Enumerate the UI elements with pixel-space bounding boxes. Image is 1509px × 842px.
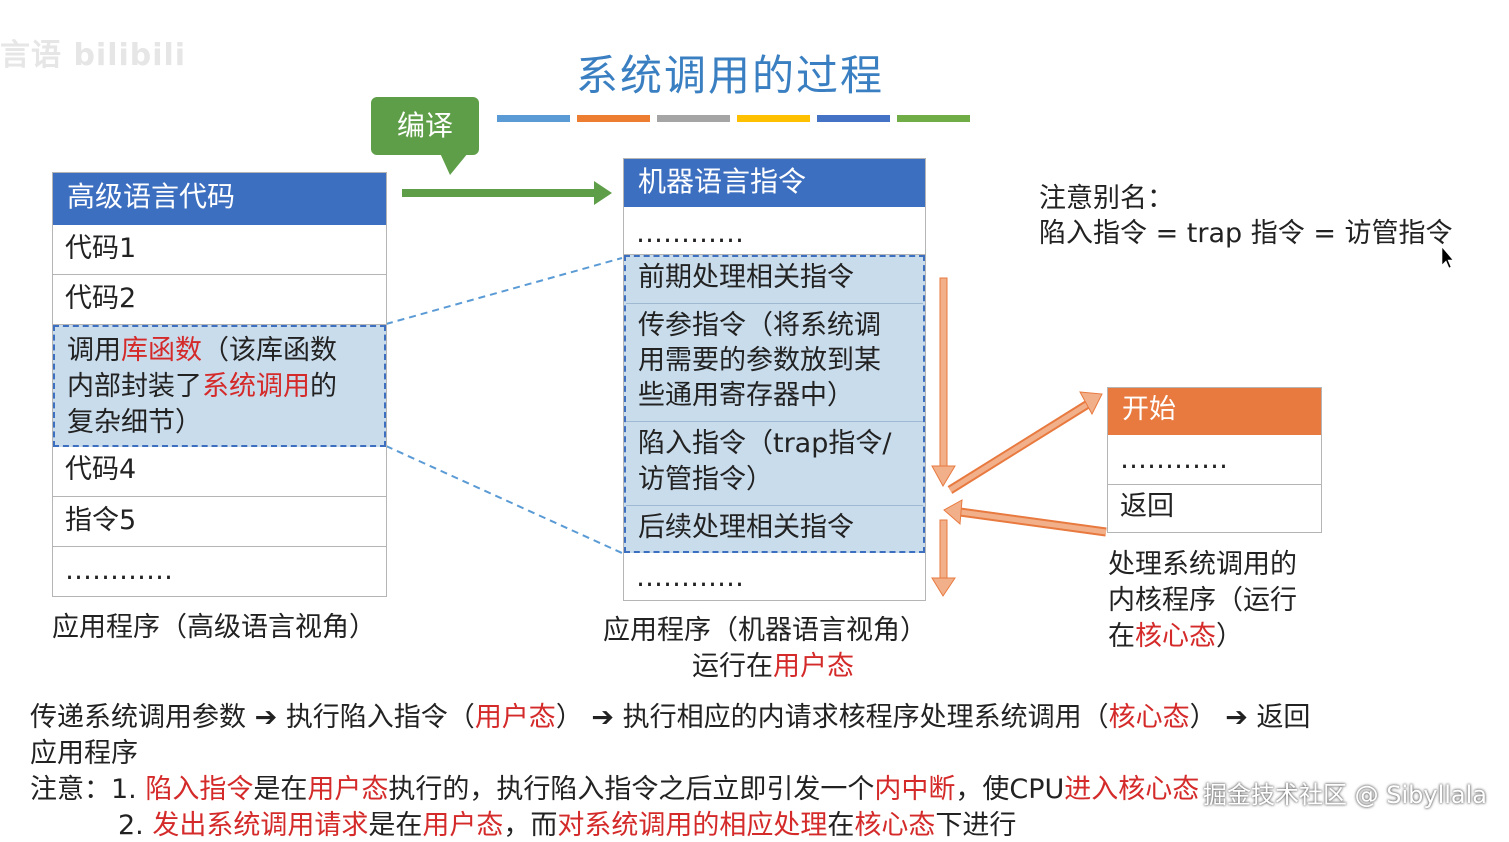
zoom-line-top (385, 257, 623, 325)
library-function-highlight: 库函数 (121, 335, 202, 366)
note-2-number: 2. (118, 810, 144, 841)
param-text-3: 些通用寄存器中） (638, 380, 854, 411)
compile-bubble-tail (440, 153, 468, 175)
post-processing-row: 后续处理相关指令 (638, 512, 854, 543)
alias-note-text: 陷入指令 = trap 指令 = 访管指令 (1039, 218, 1453, 249)
note-1-text: 是在 (253, 774, 308, 805)
call-text-3: 内部封装了 (67, 371, 202, 402)
note-1: 注意：1. 陷入指令是在用户态执行的，执行陷入指令之后立即引发一个内中断，使CP… (30, 767, 1199, 806)
mid-table-caption: 应用程序（机器语言视角） (603, 615, 927, 646)
note-2-text: 是在 (368, 810, 423, 841)
color-bar-orange (577, 115, 650, 122)
note-2-user-mode: 用户态 (422, 810, 504, 841)
flow-user-mode: 用户态 (474, 702, 556, 733)
color-bar-yellow (737, 115, 810, 122)
param-text-1: 传参指令（将系统调 (638, 310, 881, 341)
flow-line-2: 应用程序 (30, 738, 138, 769)
juejin-watermark: 掘金技术社区 @ Sibyllala (1202, 781, 1487, 809)
note-2-request: 发出系统调用请求 (152, 810, 369, 841)
flow-line: 传递系统调用参数 ➔ 执行陷入指令（用户态） ➔ 执行相应的内请求核程序处理系统… (30, 695, 1310, 734)
color-bar-blue (497, 115, 570, 122)
kernel-mode-highlight: 核心态 (1135, 621, 1216, 652)
note-1-text-2: 执行的，执行陷入指令之后立即引发一个 (388, 774, 875, 805)
machine-row-dots-top: ………… (624, 207, 925, 255)
system-call-instruction-group: 前期处理相关指令 传参指令（将系统调 用需要的参数放到某 些通用寄存器中） 陷入… (624, 255, 925, 553)
trap-text-1: 陷入指令（trap指令/ (638, 428, 892, 459)
note-1-internal-interrupt: 内中断 (874, 774, 956, 805)
note-1-user-mode: 用户态 (307, 774, 389, 805)
call-text-5: 复杂细节） (67, 407, 202, 438)
kernel-caption-3-end: ） (1216, 621, 1243, 652)
code-row-ellipsis: ………… (53, 547, 386, 596)
library-call-row: 调用库函数（该库函数 内部封装了系统调用的 复杂细节） (53, 325, 386, 447)
trap-to-kernel-arrow (948, 401, 1090, 493)
pre-processing-row: 前期处理相关指令 (626, 257, 923, 304)
high-level-code-table: 高级语言代码 代码1 代码2 调用库函数（该库函数 内部封装了系统调用的 复杂细… (52, 172, 387, 597)
code-row-4: 代码4 (53, 447, 386, 497)
zoom-line-bottom (385, 445, 623, 554)
kernel-start-header: 开始 (1108, 388, 1321, 435)
param-passing-row: 传参指令（将系统调 用需要的参数放到某 些通用寄存器中） (626, 304, 923, 422)
code-row-1: 代码1 (53, 225, 386, 275)
kernel-return-arrow (959, 509, 1107, 535)
mid-table-caption-2: 运行在用户态 (692, 644, 854, 683)
high-level-code-header: 高级语言代码 (53, 173, 386, 225)
system-call-highlight: 系统调用 (202, 371, 310, 402)
note-2: 2. 发出系统调用请求是在用户态，而对系统调用的相应处理在核心态下进行 (118, 803, 1016, 842)
kernel-caption: 处理系统调用的 内核程序（运行 在核心态） (1108, 547, 1297, 655)
user-mode-highlight: 用户态 (773, 651, 854, 682)
kernel-row-dots: ………… (1108, 435, 1321, 485)
note-2-text-3: 在 (827, 810, 855, 841)
kernel-caption-1: 处理系统调用的 (1108, 549, 1297, 580)
kernel-return-row: 返回 (1108, 485, 1321, 532)
trap-text-2: 访管指令） (638, 464, 773, 495)
flow-step-4: 返回 (1256, 702, 1311, 733)
call-text-2: （该库函数 (202, 335, 337, 366)
note-2-kernel-mode: 核心态 (854, 810, 936, 841)
trap-instruction-row: 陷入指令（trap指令/ 访管指令） (626, 422, 923, 506)
flow-arrow-icon: ➔ (591, 702, 615, 733)
flow-step-2: 执行陷入指令（ (285, 702, 475, 733)
note-1-text-3: ，使CPU (955, 774, 1065, 805)
note-1-enter-kernel: 进入核心态 (1064, 774, 1200, 805)
param-text-2: 用需要的参数放到某 (638, 345, 881, 376)
color-bar-gray (657, 115, 730, 122)
kernel-program-box: 开始 ………… 返回 (1107, 387, 1322, 533)
note-2-text-4: 下进行 (935, 810, 1017, 841)
color-bar-green (897, 115, 970, 122)
machine-instruction-table: 机器语言指令 ………… 前期处理相关指令 传参指令（将系统调 用需要的参数放到某… (623, 158, 926, 601)
flow-arrow-icon: ➔ (254, 702, 278, 733)
flow-kernel-mode: 核心态 (1108, 702, 1190, 733)
exec-flow-arrow-1 (939, 277, 948, 469)
note-label: 注意： (30, 774, 111, 805)
note-2-handling: 对系统调用的相应处理 (557, 810, 828, 841)
runs-in-text: 运行在 (692, 651, 773, 682)
flow-step-3: 执行相应的内请求核程序处理系统调用（ (622, 702, 1109, 733)
left-table-caption: 应用程序（高级语言视角） (52, 612, 376, 643)
flow-step-3-end: ） (1189, 702, 1217, 733)
call-text: 调用 (67, 335, 121, 366)
mouse-cursor-icon (1441, 246, 1454, 269)
flow-step-1: 传递系统调用参数 (30, 702, 246, 733)
kernel-caption-3: 在 (1108, 621, 1135, 652)
note-1-number: 1. (111, 774, 137, 805)
machine-row-dots-bottom: ………… (624, 553, 925, 600)
flow-step-2-end: ） (555, 702, 583, 733)
page-title: 系统调用的过程 (575, 51, 884, 100)
code-row-2: 代码2 (53, 275, 386, 325)
note-2-text-2: ，而 (503, 810, 558, 841)
instruction-row-5: 指令5 (53, 497, 386, 547)
flow-arrow-icon: ➔ (1225, 702, 1248, 733)
alias-note-title: 注意别名： (1039, 183, 1174, 214)
compile-bubble: 编译 (371, 97, 479, 155)
call-text-4: 的 (310, 371, 337, 402)
exec-flow-arrow-2 (939, 519, 948, 581)
machine-instruction-header: 机器语言指令 (624, 159, 925, 207)
kernel-caption-2: 内核程序（运行 (1108, 585, 1297, 616)
color-bar-darkblue (817, 115, 890, 122)
note-1-trap: 陷入指令 (145, 774, 254, 805)
bilibili-watermark: 言语 bilibili (0, 38, 187, 73)
